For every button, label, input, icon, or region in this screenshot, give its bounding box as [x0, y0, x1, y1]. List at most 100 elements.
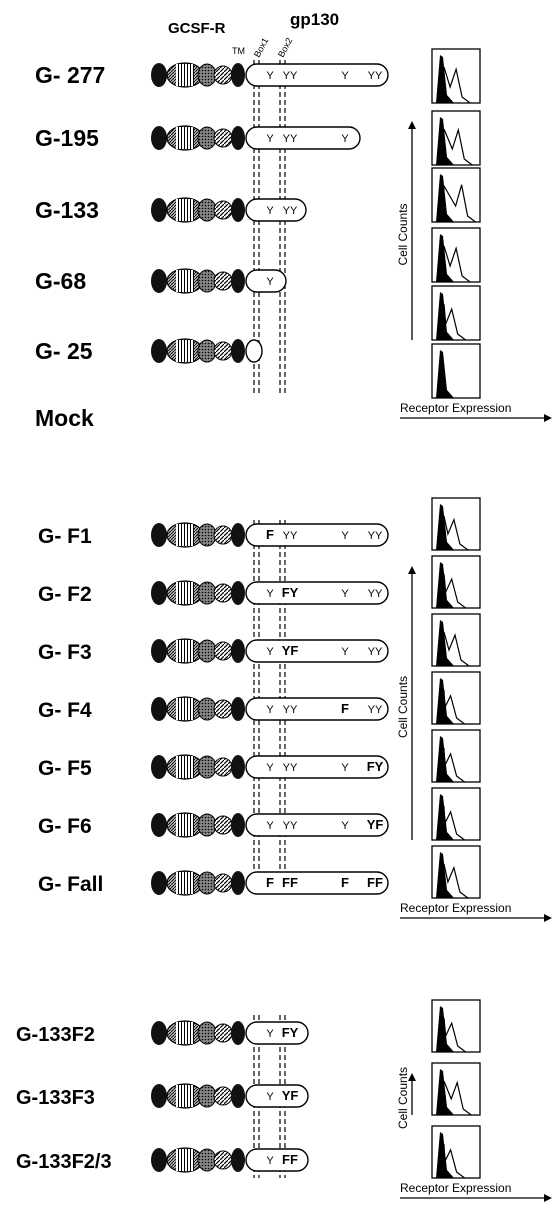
expression-histogram — [431, 555, 481, 609]
construct-row: G- 25 — [35, 338, 263, 364]
tyrosine-site-label: YY — [283, 704, 298, 716]
tm-domain-icon — [231, 755, 245, 779]
tyrosine-site-label: Y — [266, 820, 274, 832]
cell-counts-axis: Cell Counts — [396, 121, 416, 340]
ig-domain-icon — [151, 813, 167, 837]
cell-counts-label: Cell Counts — [396, 203, 410, 265]
fn3-domain-icon — [197, 755, 217, 779]
tyrosine-site-label: FF — [282, 875, 298, 890]
fn3b-domain-icon — [213, 200, 233, 220]
cytoplasmic-tail — [245, 269, 287, 293]
tyrosine-site-label: FY — [282, 1025, 299, 1040]
construct-row: Mock — [35, 405, 94, 431]
cytoplasmic-tail — [245, 871, 389, 895]
cell-counts-label: Cell Counts — [396, 676, 410, 738]
construct-label: G-133F2/3 — [16, 1151, 112, 1173]
construct-label: G-133 — [35, 197, 99, 223]
box2-label: Box2 — [276, 36, 294, 59]
tyrosine-site-label: YY — [283, 530, 298, 542]
cell-counts-label: Cell Counts — [396, 1067, 410, 1129]
gcsfr-header: GCSF-R — [168, 20, 226, 37]
tyrosine-site-label: Y — [266, 646, 274, 658]
fn3b-domain-icon — [213, 1150, 233, 1170]
ig-domain-icon — [151, 1021, 167, 1045]
tyrosine-site-label: Y — [266, 1155, 274, 1167]
expression-histogram — [431, 285, 481, 341]
cytoplasmic-tail — [245, 1021, 309, 1045]
fn3b-domain-icon — [213, 525, 233, 545]
ig-domain-icon — [151, 755, 167, 779]
tm-domain-icon — [231, 126, 245, 150]
cytoplasmic-tail — [245, 523, 389, 547]
tyrosine-site-label: F — [341, 875, 349, 890]
ig-domain-icon — [151, 1084, 167, 1108]
fn3-domain-icon — [197, 581, 217, 605]
gp130-header: gp130 — [290, 10, 339, 29]
fn3b-domain-icon — [213, 271, 233, 291]
receptor-expression-label: Receptor Expression — [400, 901, 511, 915]
fn3b-domain-icon — [213, 65, 233, 85]
tm-domain-icon — [231, 813, 245, 837]
tyrosine-site-label: YY — [368, 704, 383, 716]
tm-domain-icon — [231, 339, 245, 363]
tm-domain-icon — [231, 523, 245, 547]
receptor-expression-axis: Receptor Expression — [400, 401, 552, 422]
fn3b-domain-icon — [213, 757, 233, 777]
expression-histogram — [431, 787, 481, 841]
expression-histogram — [431, 1125, 481, 1179]
fn3-domain-icon — [197, 126, 217, 150]
receptor-expression-label: Receptor Expression — [400, 1181, 511, 1195]
ig-domain-icon — [151, 269, 167, 293]
tyrosine-site-label: F — [341, 701, 349, 716]
tyrosine-site-label: Y — [341, 762, 349, 774]
tyrosine-site-label: Y — [341, 530, 349, 542]
tyrosine-site-label: YY — [283, 205, 298, 217]
construct-label: G- 25 — [35, 338, 93, 364]
ig-domain-icon — [151, 523, 167, 547]
tyrosine-site-label: Y — [266, 70, 274, 82]
cytoplasmic-tail — [245, 198, 307, 222]
fn3b-domain-icon — [213, 128, 233, 148]
expression-histogram — [431, 497, 481, 551]
fn3-domain-icon — [197, 269, 217, 293]
expression-histogram — [431, 110, 481, 166]
cytoplasmic-tail — [245, 639, 389, 663]
tyrosine-site-label: YY — [368, 646, 383, 658]
tm-label: TM — [232, 46, 245, 56]
cell-counts-axis: Cell Counts — [396, 1067, 416, 1129]
tyrosine-site-label: YY — [368, 530, 383, 542]
construct-label: G-133F2 — [16, 1024, 95, 1046]
fn3b-domain-icon — [213, 873, 233, 893]
tm-domain-icon — [231, 198, 245, 222]
cytoplasmic-tail — [245, 581, 389, 605]
fn3-domain-icon — [197, 523, 217, 547]
fn3b-domain-icon — [213, 1086, 233, 1106]
tyrosine-site-label: YF — [282, 1088, 299, 1103]
tyrosine-site-label: FF — [282, 1152, 298, 1167]
ig-domain-icon — [151, 339, 167, 363]
tm-domain-icon — [231, 63, 245, 87]
tm-domain-icon — [231, 1148, 245, 1172]
construct-label: G- 277 — [35, 62, 105, 88]
construct-label: G- F6 — [38, 815, 92, 838]
expression-histogram — [431, 343, 481, 399]
tyrosine-site-label: F — [266, 875, 274, 890]
tyrosine-site-label: YF — [367, 817, 384, 832]
cell-counts-axis: Cell Counts — [396, 566, 416, 840]
tyrosine-site-label: Y — [341, 133, 349, 145]
ig-domain-icon — [151, 126, 167, 150]
expression-histogram — [431, 613, 481, 667]
fn3b-domain-icon — [213, 815, 233, 835]
fn3-domain-icon — [197, 1021, 217, 1045]
ig-domain-icon — [151, 1148, 167, 1172]
fn3-domain-icon — [197, 63, 217, 87]
